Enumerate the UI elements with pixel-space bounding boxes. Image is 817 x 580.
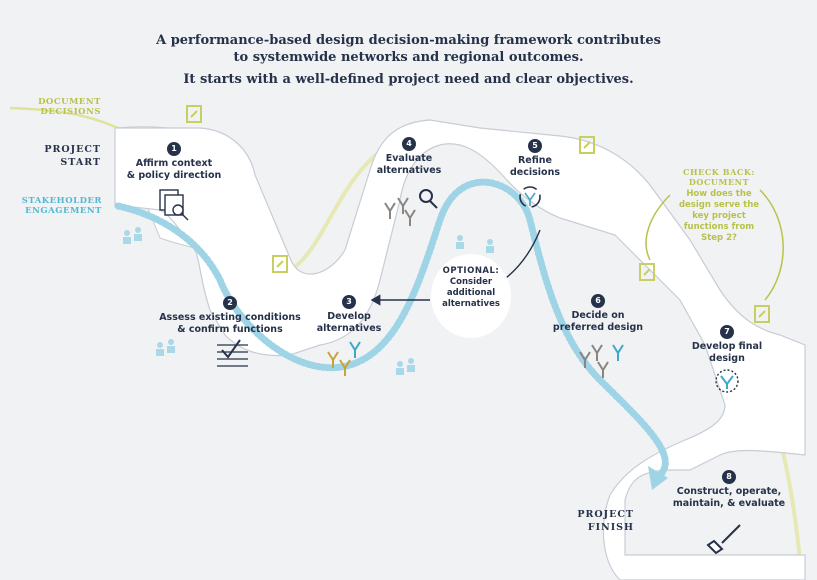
stakeholder-line — [114, 178, 669, 479]
project-start-label: PROJECT START — [44, 144, 101, 168]
step-8: 8 Construct, operate, maintain, & evalua… — [665, 470, 793, 510]
step-4: 4 Evaluate alternatives — [367, 137, 451, 177]
title-line-3: It starts with a well-defined project ne… — [183, 72, 634, 87]
step-label: preferred design — [552, 322, 644, 333]
step-6: 6 Decide on preferred design — [548, 294, 648, 334]
title-line-1: A performance-based design decision-maki… — [156, 33, 661, 48]
optional-note: OPTIONAL: Consider additional alternativ… — [432, 266, 510, 310]
document-decisions-label: DOCUMENT DECISIONS — [38, 97, 101, 117]
step-number: 3 — [342, 295, 356, 309]
step-label: Develop final — [691, 341, 763, 352]
step-7: 7 Develop final design — [682, 325, 772, 365]
step-number: 5 — [528, 139, 542, 153]
title-line-2: to systemwide networks and regional outc… — [233, 50, 584, 65]
step-label: decisions — [510, 167, 560, 178]
shovel-icon — [706, 524, 741, 555]
step-number: 7 — [720, 325, 734, 339]
step-number: 8 — [722, 470, 736, 484]
step-1: 1 Affirm context & policy direction — [110, 142, 238, 182]
refine-icon — [519, 186, 541, 208]
road-band — [114, 119, 806, 580]
step-number: 6 — [591, 294, 605, 308]
stakeholder-arrowhead — [648, 466, 668, 490]
step-label: Decide on — [571, 310, 625, 321]
document-line — [9, 106, 119, 130]
step-label: Affirm context — [135, 158, 213, 169]
check-back-arc — [759, 189, 784, 301]
final-design-icon — [715, 369, 739, 393]
project-finish-label: PROJECT FINISH — [577, 509, 634, 533]
document-icon — [186, 105, 770, 323]
step-5: 5 Refine decisions — [498, 139, 572, 179]
step-number: 4 — [402, 137, 416, 151]
step-label: alternatives — [316, 323, 382, 334]
stakeholder-engagement-label: STAKEHOLDER ENGAGEMENT — [21, 196, 102, 216]
step-label: Refine — [517, 155, 552, 166]
step-label: Construct, operate, — [676, 486, 782, 497]
optional-head: OPTIONAL: — [442, 266, 500, 276]
step-label: design — [709, 353, 745, 364]
check-back-arc — [645, 194, 671, 261]
step-2: 2 Assess existing conditions & confirm f… — [155, 296, 305, 336]
step-label: Develop — [327, 311, 371, 322]
step-number: 2 — [223, 296, 237, 310]
check-back-note: CHECK BACK: DOCUMENT How does the design… — [678, 167, 760, 243]
people-icon — [123, 227, 494, 375]
step-label: alternatives — [376, 165, 442, 176]
step-3: 3 Develop alternatives — [310, 295, 388, 335]
alternatives-icon — [327, 341, 361, 376]
step-label: maintain, & evaluate — [672, 498, 786, 509]
evaluate-icon — [384, 189, 438, 226]
step-number: 1 — [167, 142, 181, 156]
step-label: & confirm functions — [177, 324, 283, 335]
documents-magnifier-icon — [159, 189, 189, 221]
step-label: Evaluate — [385, 153, 433, 164]
optional-bubble — [431, 254, 511, 338]
step-label: Assess existing conditions — [159, 312, 301, 323]
step-label: & policy direction — [126, 170, 222, 181]
checklist-icon — [217, 339, 248, 367]
decide-icon — [579, 344, 624, 378]
